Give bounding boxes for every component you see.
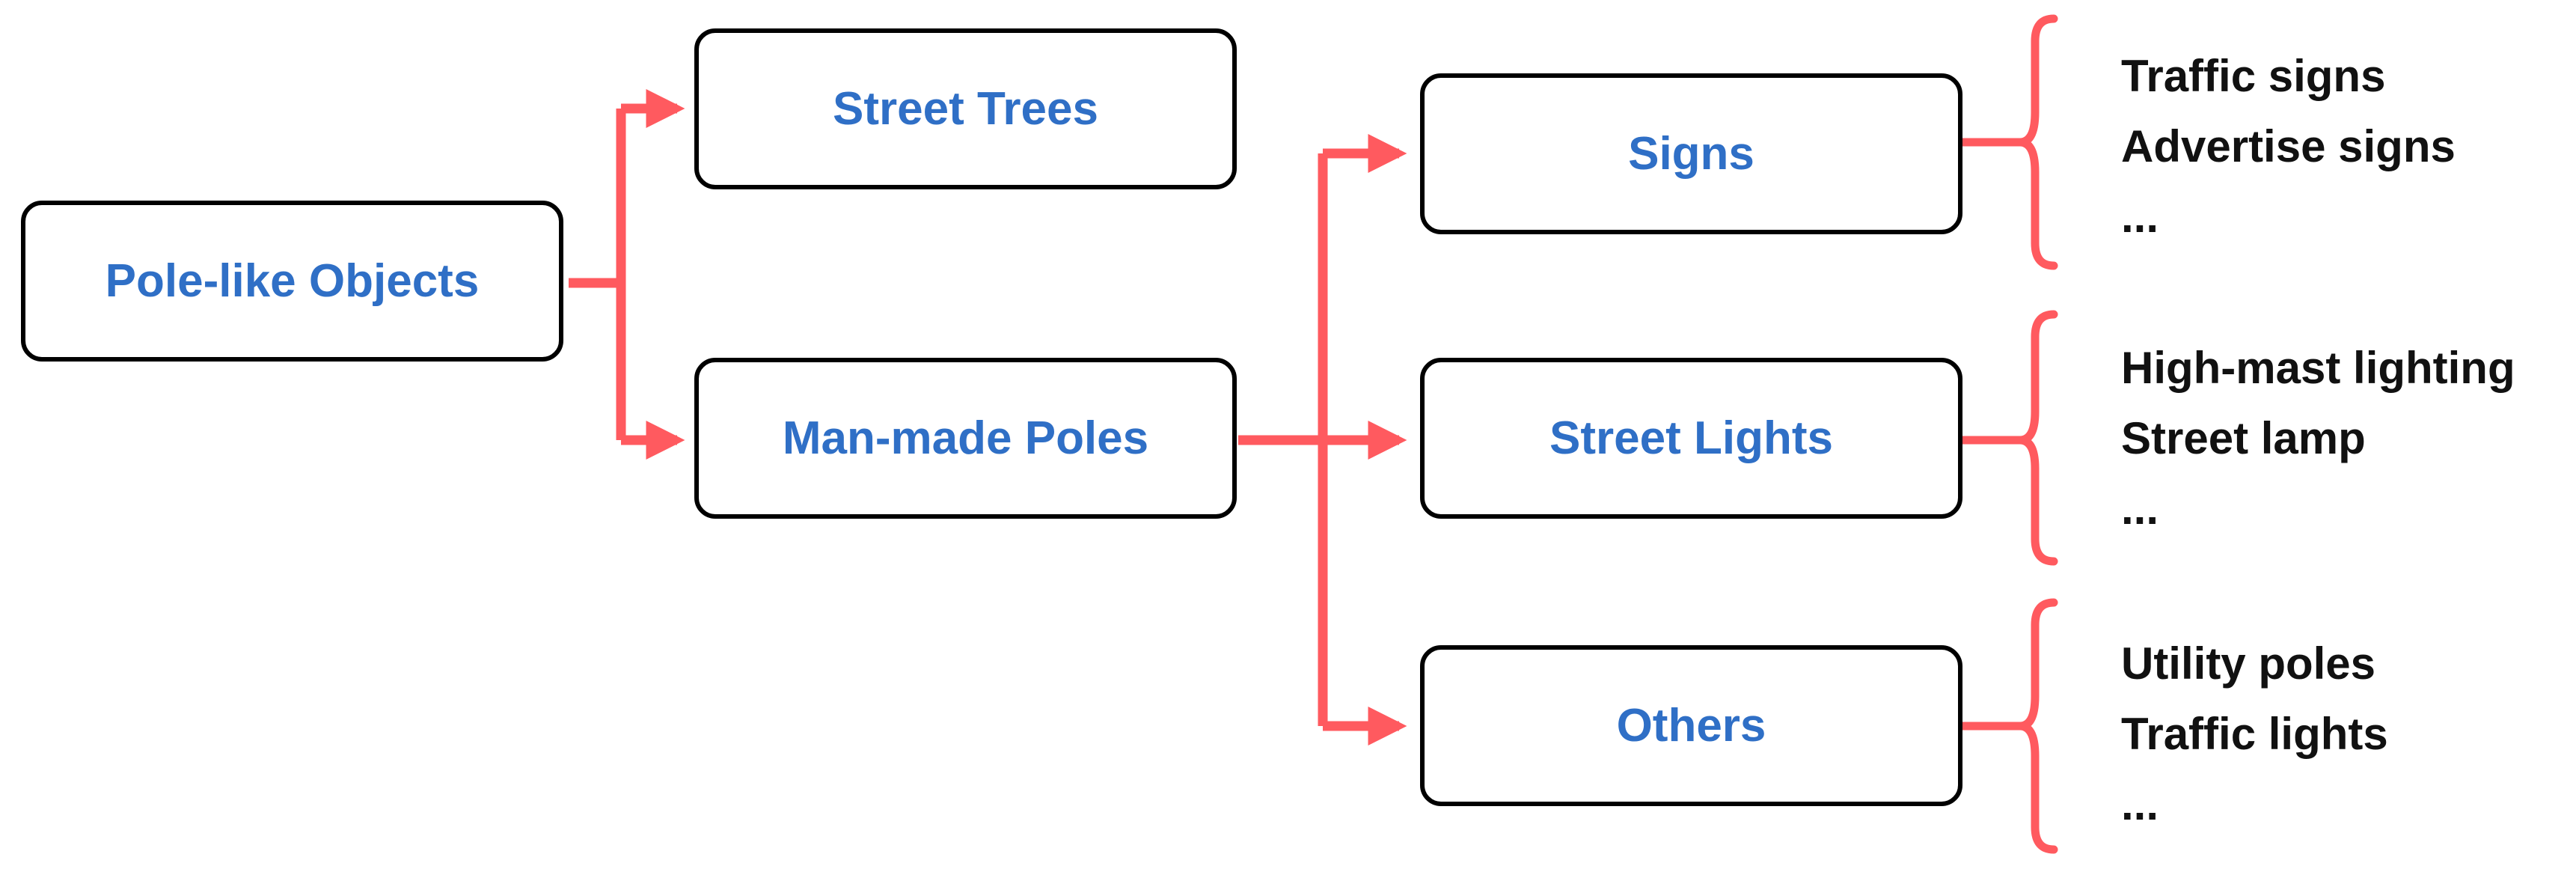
node-label: Street Lights	[1549, 412, 1833, 464]
brace-street-lights	[1956, 310, 2058, 566]
examples-signs: Traffic signs Advertise signs ...	[2121, 41, 2456, 252]
node-street-lights: Street Lights	[1420, 358, 1962, 519]
node-label: Street Trees	[833, 83, 1098, 135]
node-label: Signs	[1628, 128, 1754, 180]
example-item: ...	[2121, 484, 2159, 534]
node-street-trees: Street Trees	[694, 28, 1237, 189]
node-pole-like-objects: Pole-like Objects	[21, 201, 563, 362]
example-item: Traffic lights	[2121, 709, 2388, 759]
example-item: Traffic signs	[2121, 51, 2386, 101]
brace-signs	[1956, 14, 2058, 270]
node-man-made-poles: Man-made Poles	[694, 358, 1237, 519]
examples-street-lights: High-mast lighting Street lamp ...	[2121, 333, 2515, 544]
example-item: Advertise signs	[2121, 121, 2456, 171]
node-label: Pole-like Objects	[105, 255, 480, 307]
example-item: High-mast lighting	[2121, 343, 2515, 393]
node-label: Man-made Poles	[782, 412, 1149, 464]
example-item: ...	[2121, 192, 2159, 242]
examples-others: Utility poles Traffic lights ...	[2121, 629, 2388, 840]
example-item: ...	[2121, 779, 2159, 829]
brace-others	[1956, 598, 2058, 854]
example-item: Utility poles	[2121, 638, 2376, 689]
example-item: Street lamp	[2121, 413, 2366, 463]
node-signs: Signs	[1420, 73, 1962, 234]
node-label: Others	[1616, 700, 1766, 751]
node-others: Others	[1420, 645, 1962, 806]
